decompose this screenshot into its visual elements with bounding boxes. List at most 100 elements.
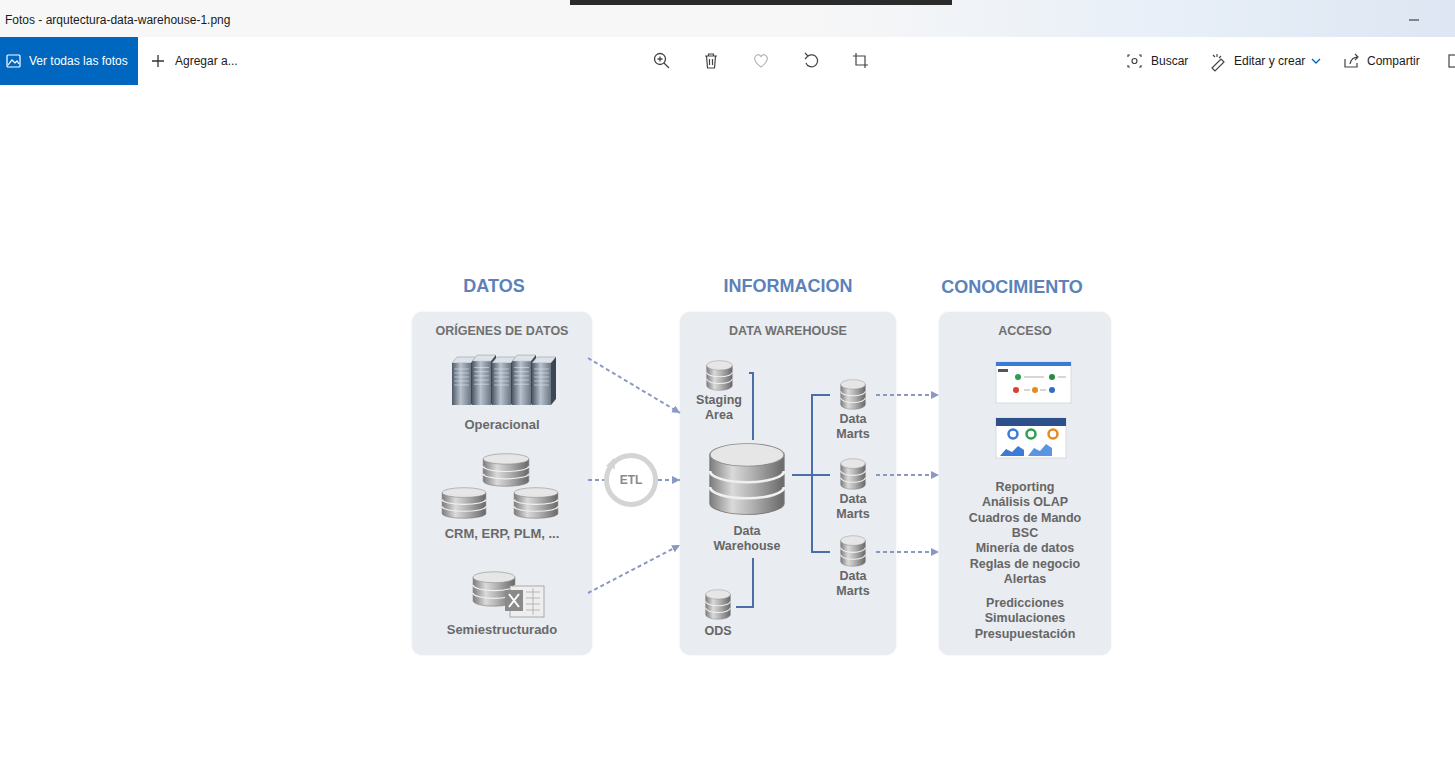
dashboard-thumbnail	[1000, 446, 1024, 456]
store-label: Data Marts	[830, 569, 876, 599]
access-item: Cuadros de Mando	[939, 510, 1111, 526]
store-label: Data Marts	[830, 492, 876, 522]
search-icon	[1128, 55, 1141, 67]
search-icon	[1128, 55, 1141, 67]
data-mart: Data Marts	[830, 376, 876, 444]
flow-arrow	[876, 394, 939, 396]
etl-label: ETL	[609, 458, 653, 502]
ods-store: ODS	[700, 588, 736, 641]
rotate-icon	[805, 53, 818, 67]
dropdown-chevron	[1312, 59, 1320, 63]
panel-title: DATA WAREHOUSE	[680, 323, 896, 339]
overflow-icon	[1449, 55, 1455, 67]
server-rack	[452, 355, 556, 405]
source-label: Semiestructurado	[416, 622, 588, 638]
server-rack	[492, 357, 516, 405]
flow-arrow	[876, 551, 939, 553]
favorite-icon	[755, 55, 768, 67]
dashboard-thumbnail	[996, 418, 1066, 458]
source-label: Operacional	[416, 417, 588, 433]
flow-arrow	[588, 358, 680, 413]
button-text: Ver todas las fotos	[29, 37, 128, 85]
database-cylinder	[706, 590, 731, 620]
access-item: BSC	[939, 525, 1111, 541]
share-icon	[1345, 54, 1358, 67]
dashboard-thumbnail	[1013, 387, 1019, 393]
flow-arrow	[876, 474, 939, 476]
section-heading: CONOCIMIENTO	[926, 276, 1098, 298]
toolbar-button-text: Agregar a...	[175, 54, 238, 68]
store-label: ODS	[700, 624, 736, 639]
favorite-icon	[755, 55, 768, 67]
access-item: Análisis OLAP	[939, 494, 1111, 510]
source-label: CRM, ERP, PLM, ...	[416, 526, 588, 542]
photo-icon	[7, 55, 20, 67]
delete-icon	[705, 54, 717, 68]
link-line	[792, 475, 830, 552]
edit-icon	[1212, 54, 1224, 71]
crop-icon	[853, 53, 868, 68]
dashboard-thumbnail	[998, 369, 1008, 372]
dashboard-thumbnail	[1049, 430, 1058, 439]
section-heading: DATOS	[404, 275, 584, 297]
panel-title: ORÍGENES DE DATOS	[412, 323, 592, 339]
server-rack	[472, 355, 496, 405]
flow-arrow	[658, 479, 680, 481]
database-cluster	[442, 488, 486, 519]
rotate-icon	[806, 55, 818, 67]
access-item: Reglas de negocio	[939, 556, 1111, 572]
dashboard-thumbnail	[1028, 444, 1052, 456]
dashboard-thumbnail	[1032, 387, 1038, 393]
source-item: Semiestructurado	[416, 565, 588, 638]
minimize-icon	[1409, 20, 1419, 21]
sources-panel: DATOSORÍGENES DE DATOSOperacionalCRM, ER…	[412, 312, 592, 655]
link-line	[749, 373, 753, 440]
access-item: Alertas	[939, 571, 1111, 587]
database-cylinder	[706, 361, 866, 620]
share-icon	[1345, 54, 1358, 67]
dashboard-thumbnail	[1027, 430, 1036, 439]
view-all-button: Ver todas las fotos	[0, 37, 138, 85]
dashboard-thumbnail	[1024, 377, 1066, 390]
access-item: Minería de datos	[939, 540, 1111, 556]
etl-cycle-arrow	[606, 458, 615, 469]
link-line	[736, 558, 753, 607]
link-line	[792, 474, 830, 476]
database-cylinder	[841, 536, 866, 567]
access-item: Predicciones	[939, 595, 1111, 611]
database-cylinder	[841, 459, 866, 490]
dashboard-thumbnail	[996, 362, 1071, 403]
flow-arrow	[588, 545, 680, 593]
semistructured-icon	[505, 590, 523, 611]
staging-store: Staging Area	[689, 356, 749, 425]
semistructured-icon	[473, 572, 515, 606]
dashboard-thumbnail	[996, 418, 1066, 426]
etl-cycle-arrow	[606, 458, 615, 469]
semistructured-icon	[510, 586, 544, 617]
database-cluster	[442, 454, 558, 519]
warehouse-panel: INFORMACIONDATA WAREHOUSEStaging AreaDat…	[680, 312, 896, 655]
store-label: Data Marts	[830, 412, 876, 442]
zoom-icon	[655, 54, 670, 69]
etl-circle: ETL	[604, 453, 658, 507]
source-item: Operacional	[416, 348, 588, 433]
background-window-strip	[570, 0, 952, 5]
store-label: Data Warehouse	[702, 524, 792, 554]
dashboard-thumbnail	[1049, 387, 1055, 393]
overflow-icon	[1449, 55, 1455, 67]
dashboard-thumbnail	[1049, 374, 1055, 380]
warehouse-store: Data Warehouse	[702, 440, 792, 558]
toolbar-button-text: Editar y crear	[1234, 54, 1305, 68]
dashboard-thumbnail	[996, 362, 1071, 403]
access-item: Reporting	[939, 479, 1111, 495]
data-mart: Data Marts	[830, 533, 876, 601]
panel-title: ACCESO	[939, 323, 1111, 339]
database-cylinder	[710, 444, 784, 515]
server-rack	[512, 355, 536, 405]
window-title: Fotos - arqutectura-data-warehouse-1.png	[5, 13, 230, 27]
source-item: CRM, ERP, PLM, ...	[416, 447, 588, 542]
rotate-icon	[805, 53, 808, 59]
flow-arrow	[588, 479, 604, 481]
